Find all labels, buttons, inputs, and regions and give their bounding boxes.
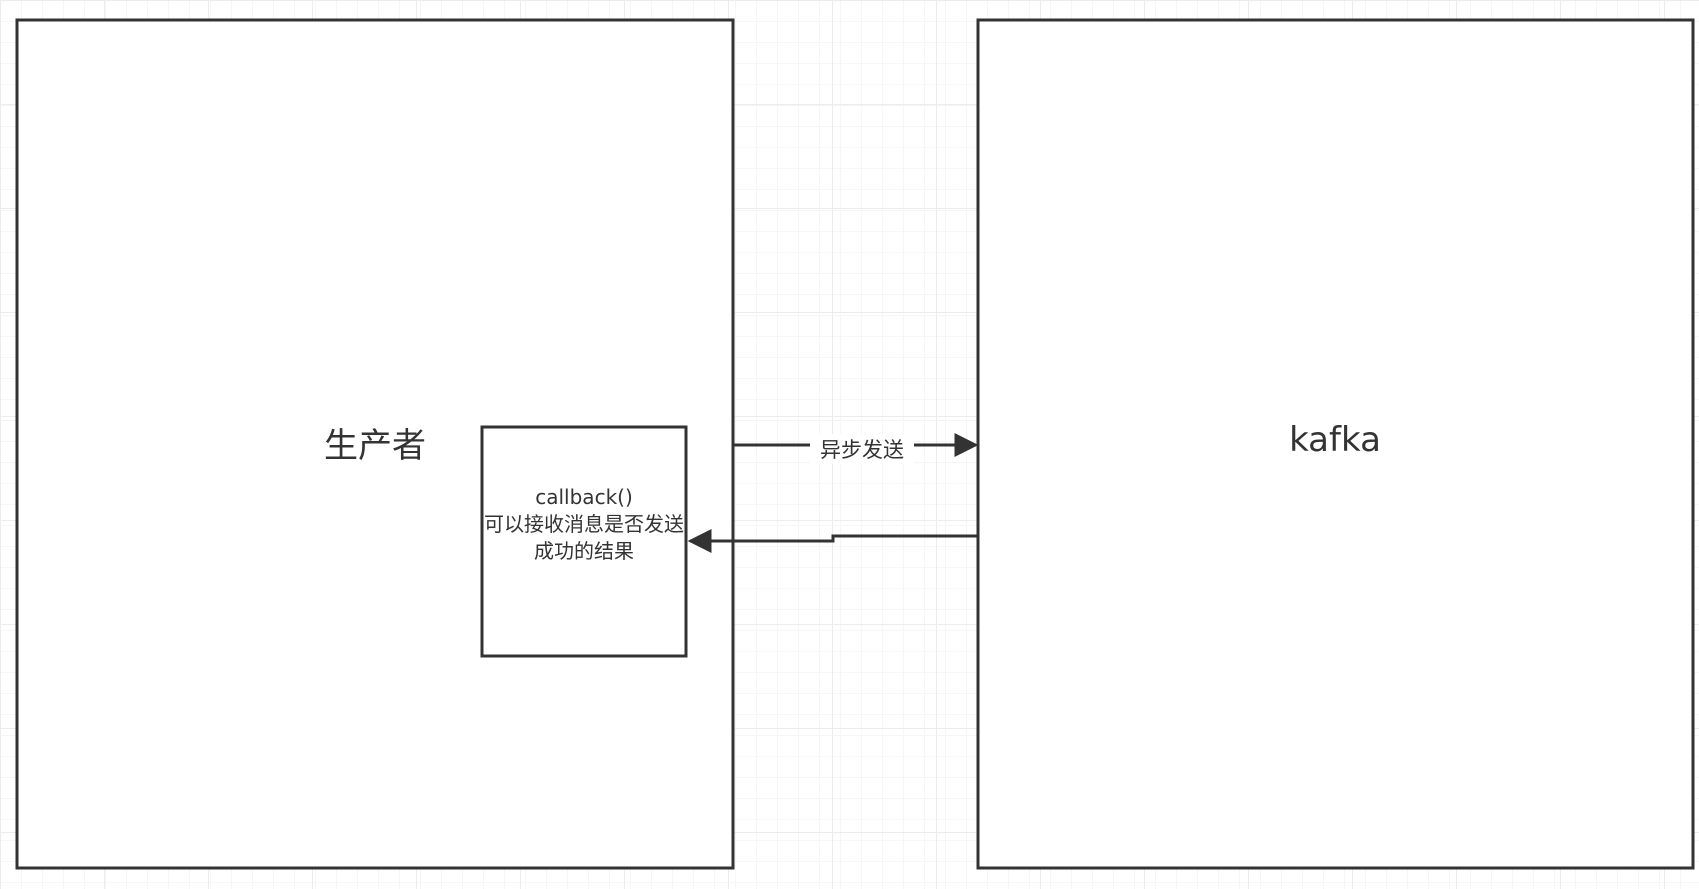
async-send-label: 异步发送 <box>810 434 914 464</box>
producer-label: 生产者 <box>324 426 426 466</box>
callback-box[interactable] <box>480 425 688 658</box>
kafka-box[interactable] <box>976 18 1695 870</box>
kafka-label: kafka <box>1289 420 1381 460</box>
callback-description: 可以接收消息是否发送成功的结果 <box>484 512 684 563</box>
callback-return-arrow[interactable] <box>687 529 977 553</box>
callback-title: callback() <box>535 485 633 509</box>
callback-text: callback() 可以接收消息是否发送成功的结果 <box>483 484 685 565</box>
